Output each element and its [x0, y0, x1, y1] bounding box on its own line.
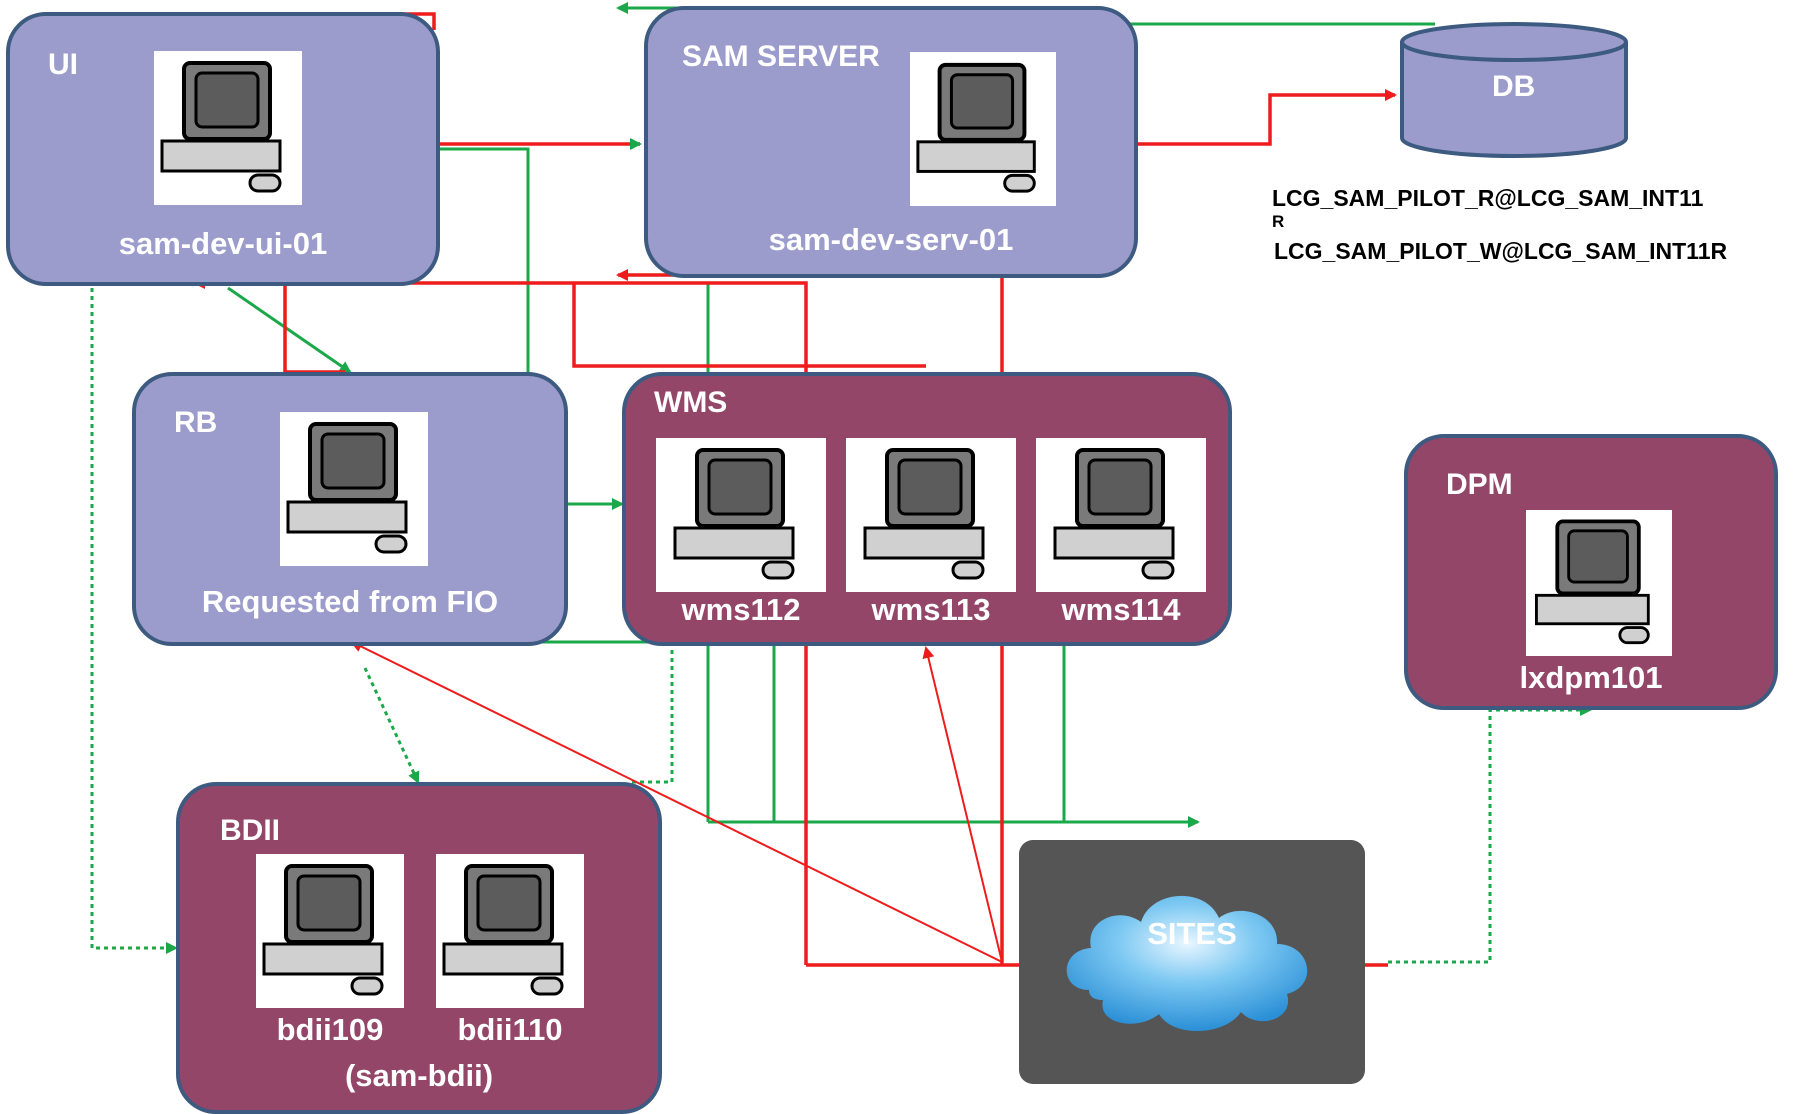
link-ui-to-samserver-green: [440, 147, 530, 372]
sites-node[interactable]: SITES: [1019, 840, 1365, 1084]
dpm-title: DPM: [1446, 468, 1513, 501]
dpm-node[interactable]: DPM lxdpm101: [1404, 434, 1778, 710]
bdii-node[interactable]: BDII bdii109 bdii110 (sam-bdii): [176, 782, 662, 1114]
link-rb-bdii: [363, 667, 420, 784]
computer-icon: [280, 412, 428, 566]
dpm-host: lxdpm101: [1519, 660, 1663, 695]
bdii-alias: (sam-bdii): [344, 1058, 494, 1093]
wms-title: WMS: [654, 386, 728, 419]
sam-server-title: SAM SERVER: [682, 40, 880, 73]
db-conn-w: LCG_SAM_PILOT_W@LCG_SAM_INT11R: [1274, 238, 1728, 264]
ui-title: UI: [48, 48, 78, 81]
link-samserver-to-db: [1138, 89, 1397, 146]
link-wms-red-loop: [572, 283, 926, 368]
link-ui-to-bdii: [90, 288, 178, 954]
wms-node[interactable]: WMS wms112 wms113 wms114: [622, 372, 1232, 646]
link-ui-to-rb: [227, 286, 352, 374]
db-cylinder[interactable]: [1398, 20, 1630, 160]
sites-label: SITES: [1147, 916, 1237, 951]
computer-icon: [910, 52, 1056, 206]
computer-icon: [1036, 438, 1206, 592]
bdii-host-0: bdii109: [276, 1012, 384, 1047]
link-sites-to-rb: [350, 641, 1003, 963]
bdii-host-1: bdii110: [457, 1012, 563, 1047]
bdii-title: BDII: [220, 814, 280, 847]
sam-server-node[interactable]: SAM SERVER sam-dev-serv-01: [644, 6, 1138, 278]
db-conn-r-wrap: R: [1272, 212, 1285, 231]
sam-server-host: sam-dev-serv-01: [768, 222, 1014, 257]
computer-icon: [656, 438, 826, 592]
wms-host-1: wms113: [871, 592, 991, 627]
cloud-icon: [1066, 895, 1308, 1032]
ui-node[interactable]: UI sam-dev-ui-01: [6, 12, 440, 286]
link-wms-to-bdii: [632, 642, 674, 784]
wms-host-0: wms112: [681, 592, 801, 627]
wms-host-2: wms114: [1061, 592, 1181, 627]
db-conn-r: LCG_SAM_PILOT_R@LCG_SAM_INT11: [1272, 185, 1704, 211]
computer-icon: [436, 854, 584, 1008]
computer-icon: [154, 51, 302, 205]
ui-host: sam-dev-ui-01: [118, 226, 328, 261]
db-title: DB: [1492, 70, 1536, 103]
link-ui-rb-red: [283, 285, 345, 374]
computer-icon: [256, 854, 404, 1008]
rb-host: Requested from FIO: [201, 584, 499, 619]
rb-title: RB: [174, 406, 218, 439]
computer-icon: [846, 438, 1016, 592]
computer-icon: [1526, 510, 1672, 656]
rb-node[interactable]: RB Requested from FIO: [132, 372, 568, 646]
link-sites-to-wms113: [922, 646, 1003, 963]
link-sites-to-dpm: [1388, 704, 1592, 964]
